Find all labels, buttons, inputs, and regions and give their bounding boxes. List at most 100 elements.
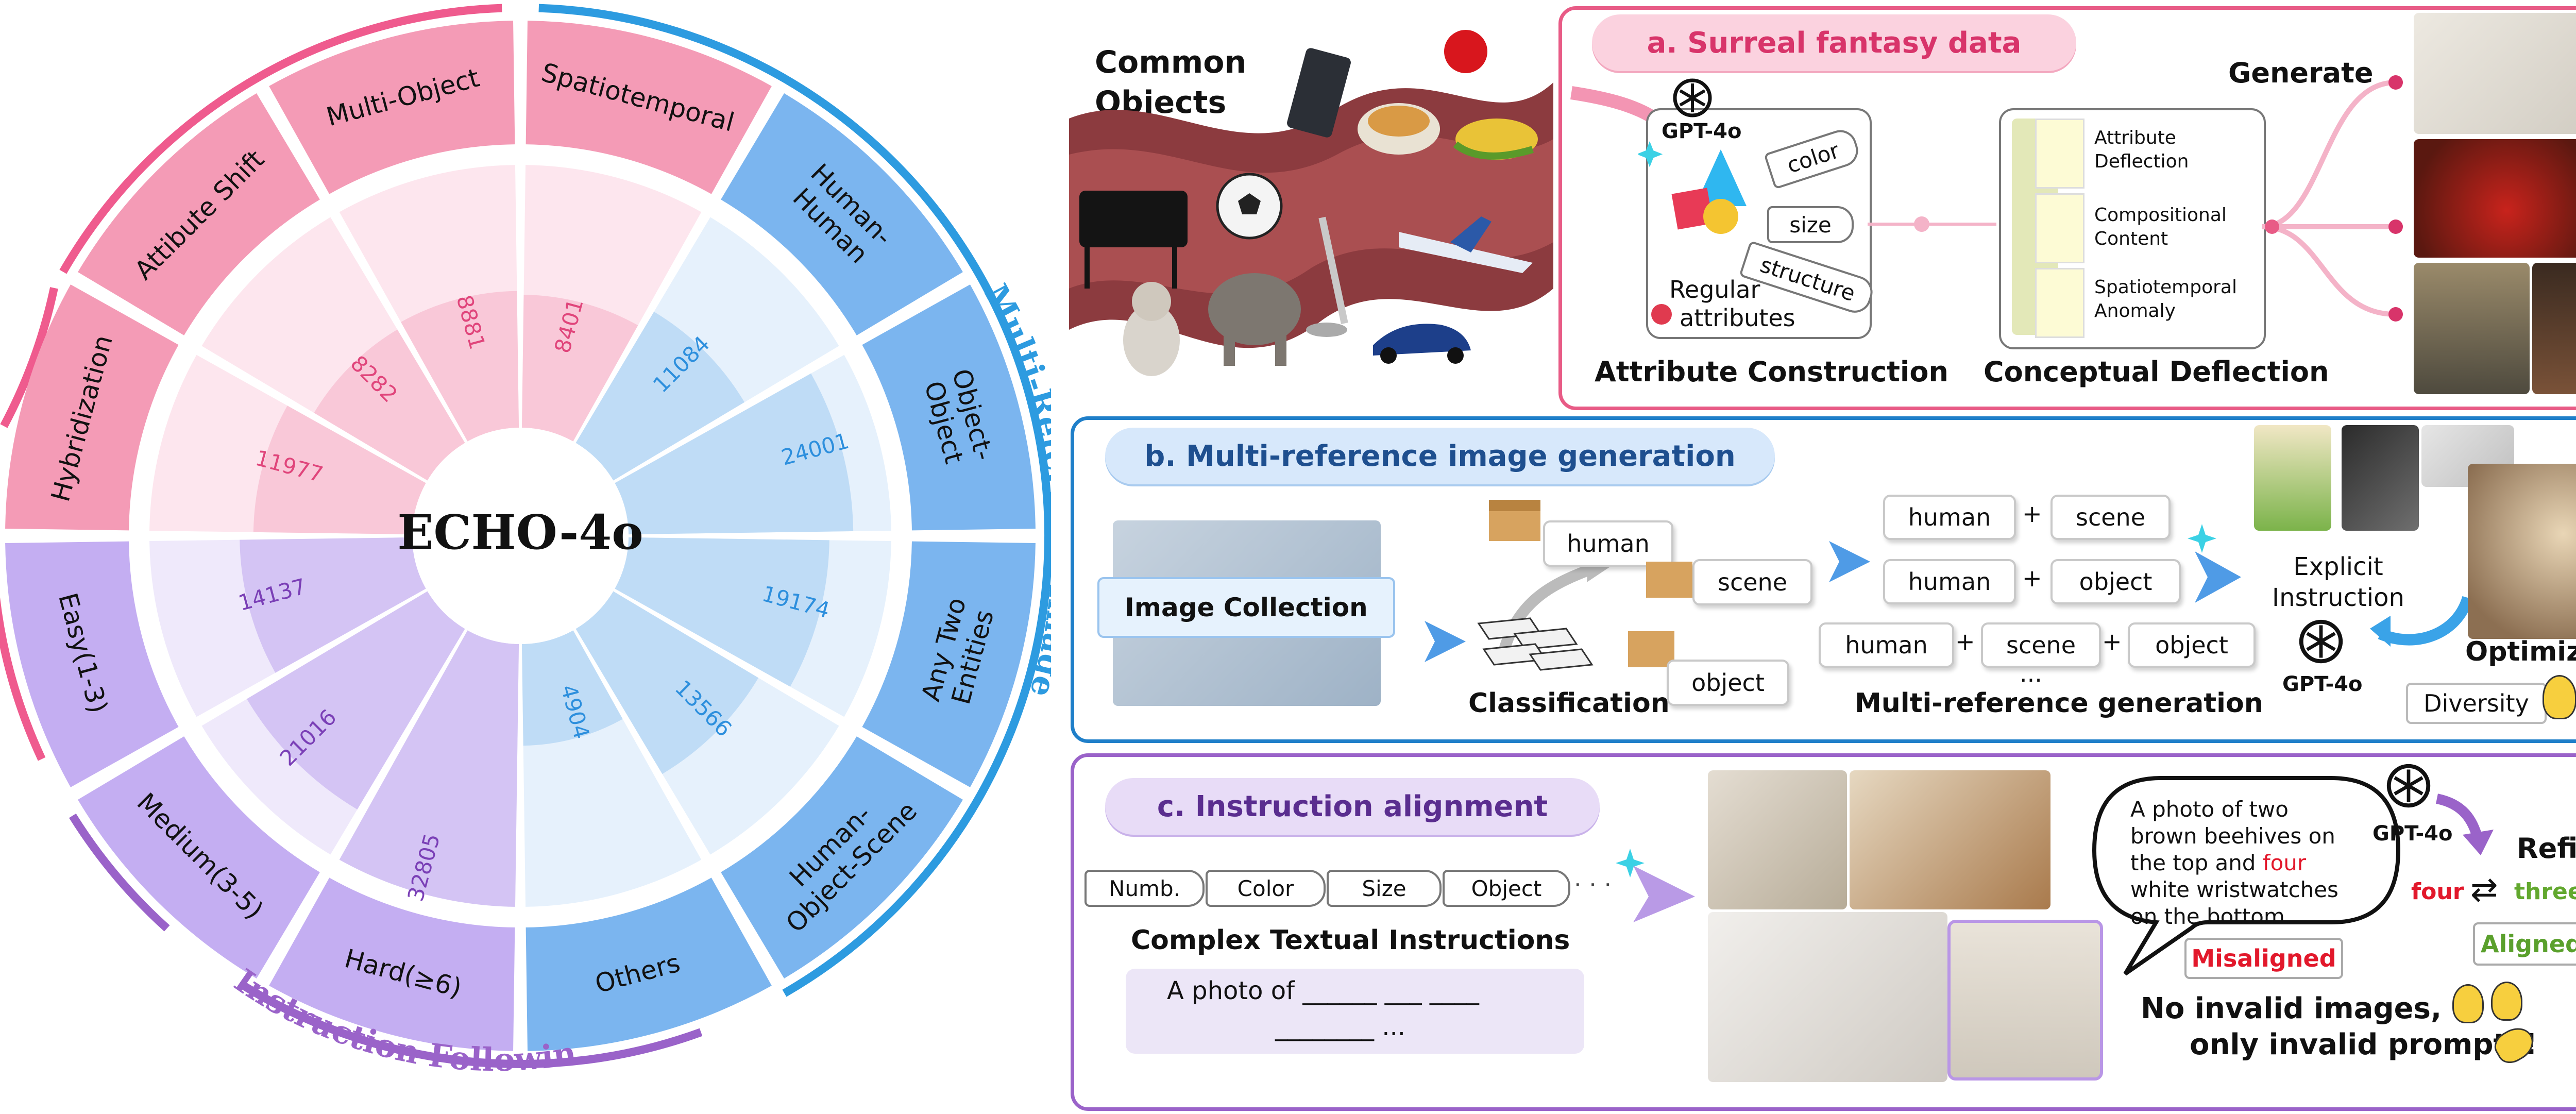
refine-three: three [2514, 879, 2576, 905]
value-wedge [575, 311, 745, 481]
instruction-template-box [1126, 969, 1584, 1054]
value-wedge [521, 294, 638, 442]
sparkle-arrow-c [1616, 849, 1695, 922]
common-objects-label: Common Objects [1095, 44, 1247, 121]
violin-photo [1850, 770, 2050, 909]
classification-icon [1477, 500, 1610, 671]
bubble-text-1: A photo of two brown beehives on the top… [2130, 797, 2335, 875]
panel-b-title: b. Multi-reference image generation [1105, 428, 1775, 484]
combo3-object: object [2128, 622, 2256, 668]
category-arc [238, 980, 703, 1068]
combo1-human: human [1883, 495, 2016, 540]
arrow-to-combos [1829, 541, 1870, 582]
aligned-badge: Aligned! [2473, 922, 2576, 966]
result-toy-headphones-photo [2468, 464, 2576, 639]
generated-ship-photo [2414, 263, 2530, 394]
value-wedge [575, 591, 759, 774]
classification-label: Classification [1468, 688, 1670, 719]
outer-segment [269, 877, 515, 1051]
page-1 [2035, 119, 2084, 189]
echo-wheel: SpatiotemporalHuman-HumanObject-ObjectAn… [0, 0, 1051, 1078]
outer-segment [5, 541, 179, 787]
only-invalid-prompts: only invalid prompts! [2190, 1028, 2538, 1061]
attributes-label: attributes [1680, 304, 1795, 332]
category-arc [69, 813, 170, 932]
category-arc [538, 4, 1051, 997]
no-invalid-images: No invalid images, [2141, 992, 2442, 1025]
speech-bubble-text: A photo of two brown beehives on the top… [2130, 796, 2352, 930]
box-icon-scene [1646, 562, 1692, 598]
template-line-1: A photo of ______ ___ ____ [1167, 976, 1479, 1005]
combo1-scene: scene [2050, 495, 2171, 540]
openai-icon [1673, 78, 1712, 117]
optimize-label: Optimize [2465, 636, 2576, 667]
generate-branches [2262, 75, 2403, 322]
openai-icon-b [2299, 619, 2343, 664]
deflection-spatiotemporal: Spatiotemporal Anomaly [2094, 277, 2237, 322]
multi-reference-generation-label: Multi-reference generation [1855, 688, 2263, 719]
generated-portrait-photo [2532, 263, 2576, 394]
box-icon-object [1628, 631, 1674, 667]
gpt-4o-label-c: GPT-4o [2372, 822, 2453, 846]
regular-label: Regular [1669, 276, 1760, 303]
generated-tomato-photo [2414, 139, 2576, 258]
outer-segment [5, 284, 179, 531]
tag-numb: Numb. [1084, 870, 1205, 907]
value-wedge [521, 630, 623, 746]
tag-object: Object [1443, 870, 1570, 907]
beehives-watches-photo [1947, 920, 2103, 1081]
lightbulb-icon [2543, 675, 2576, 719]
combo2-plus: + [2022, 564, 2042, 592]
value-wedge [253, 406, 426, 535]
combo1-plus: + [2022, 500, 2042, 528]
outer-segment [721, 93, 963, 335]
pin-icon [1651, 304, 1672, 325]
outer-segment [526, 877, 772, 1051]
sparkle-arrow-b [2188, 524, 2241, 603]
combo3-scene: scene [1981, 622, 2101, 668]
generate-label: Generate [2228, 57, 2374, 89]
category-arc [59, 4, 502, 274]
bubble-text-2: white wristwatches on the bottom. [2130, 877, 2338, 929]
connector-dot-a [1914, 216, 1929, 232]
page-3 [2035, 268, 2084, 338]
image-collection-box: Image Collection [1097, 577, 1395, 638]
ref-headphones-photo [2342, 425, 2419, 531]
combo-ellipsis: ... [2020, 660, 2042, 687]
combo2-human: human [1883, 559, 2016, 604]
ring-segments [5, 21, 1036, 1051]
combo3-human: human [1819, 622, 1954, 668]
misaligned-badge: Misaligned [2184, 938, 2343, 979]
panel-c-title: c. Instruction alignment [1105, 778, 1600, 835]
gpt-4o-label-b: GPT-4o [2282, 672, 2363, 696]
page-2 [2035, 193, 2084, 263]
combo3-plus-1: + [1955, 628, 1975, 655]
value-wedge [401, 291, 519, 442]
outer-segment [862, 541, 1036, 787]
combo2-object: object [2050, 559, 2181, 604]
value-wedge [615, 537, 829, 687]
bubble-text-four: four [2262, 850, 2307, 875]
arrow-to-classification [1425, 621, 1466, 662]
category-arc [0, 597, 46, 761]
outer-segment [78, 93, 320, 335]
outer-segment [862, 284, 1036, 531]
deflection-attribute: Attribute Deflection [2094, 127, 2189, 172]
gpt-4o-label-a: GPT-4o [1662, 120, 1742, 143]
openai-icon-c [2386, 764, 2431, 808]
complex-instructions-label: Complex Textual Instructions [1131, 925, 1570, 956]
connector-line-a [1868, 223, 1996, 226]
generated-banana-photo [2414, 13, 2576, 134]
tag-color: Color [1206, 870, 1326, 907]
attribute-tag-size: size [1767, 206, 1854, 243]
objects-photo-1 [1708, 770, 1847, 909]
swap-icon: ⇄ [2470, 871, 2498, 909]
outer-segment [269, 21, 515, 194]
common-objects-collage [1069, 30, 1553, 376]
category-imagination-label: Imagination [0, 0, 17, 8]
attribute-construction-label: Attribute Construction [1595, 356, 1948, 388]
outer-segment [721, 736, 963, 978]
type-scene-box: scene [1692, 559, 1812, 605]
explicit-instruction-label: Explicit Instruction [2272, 552, 2404, 612]
